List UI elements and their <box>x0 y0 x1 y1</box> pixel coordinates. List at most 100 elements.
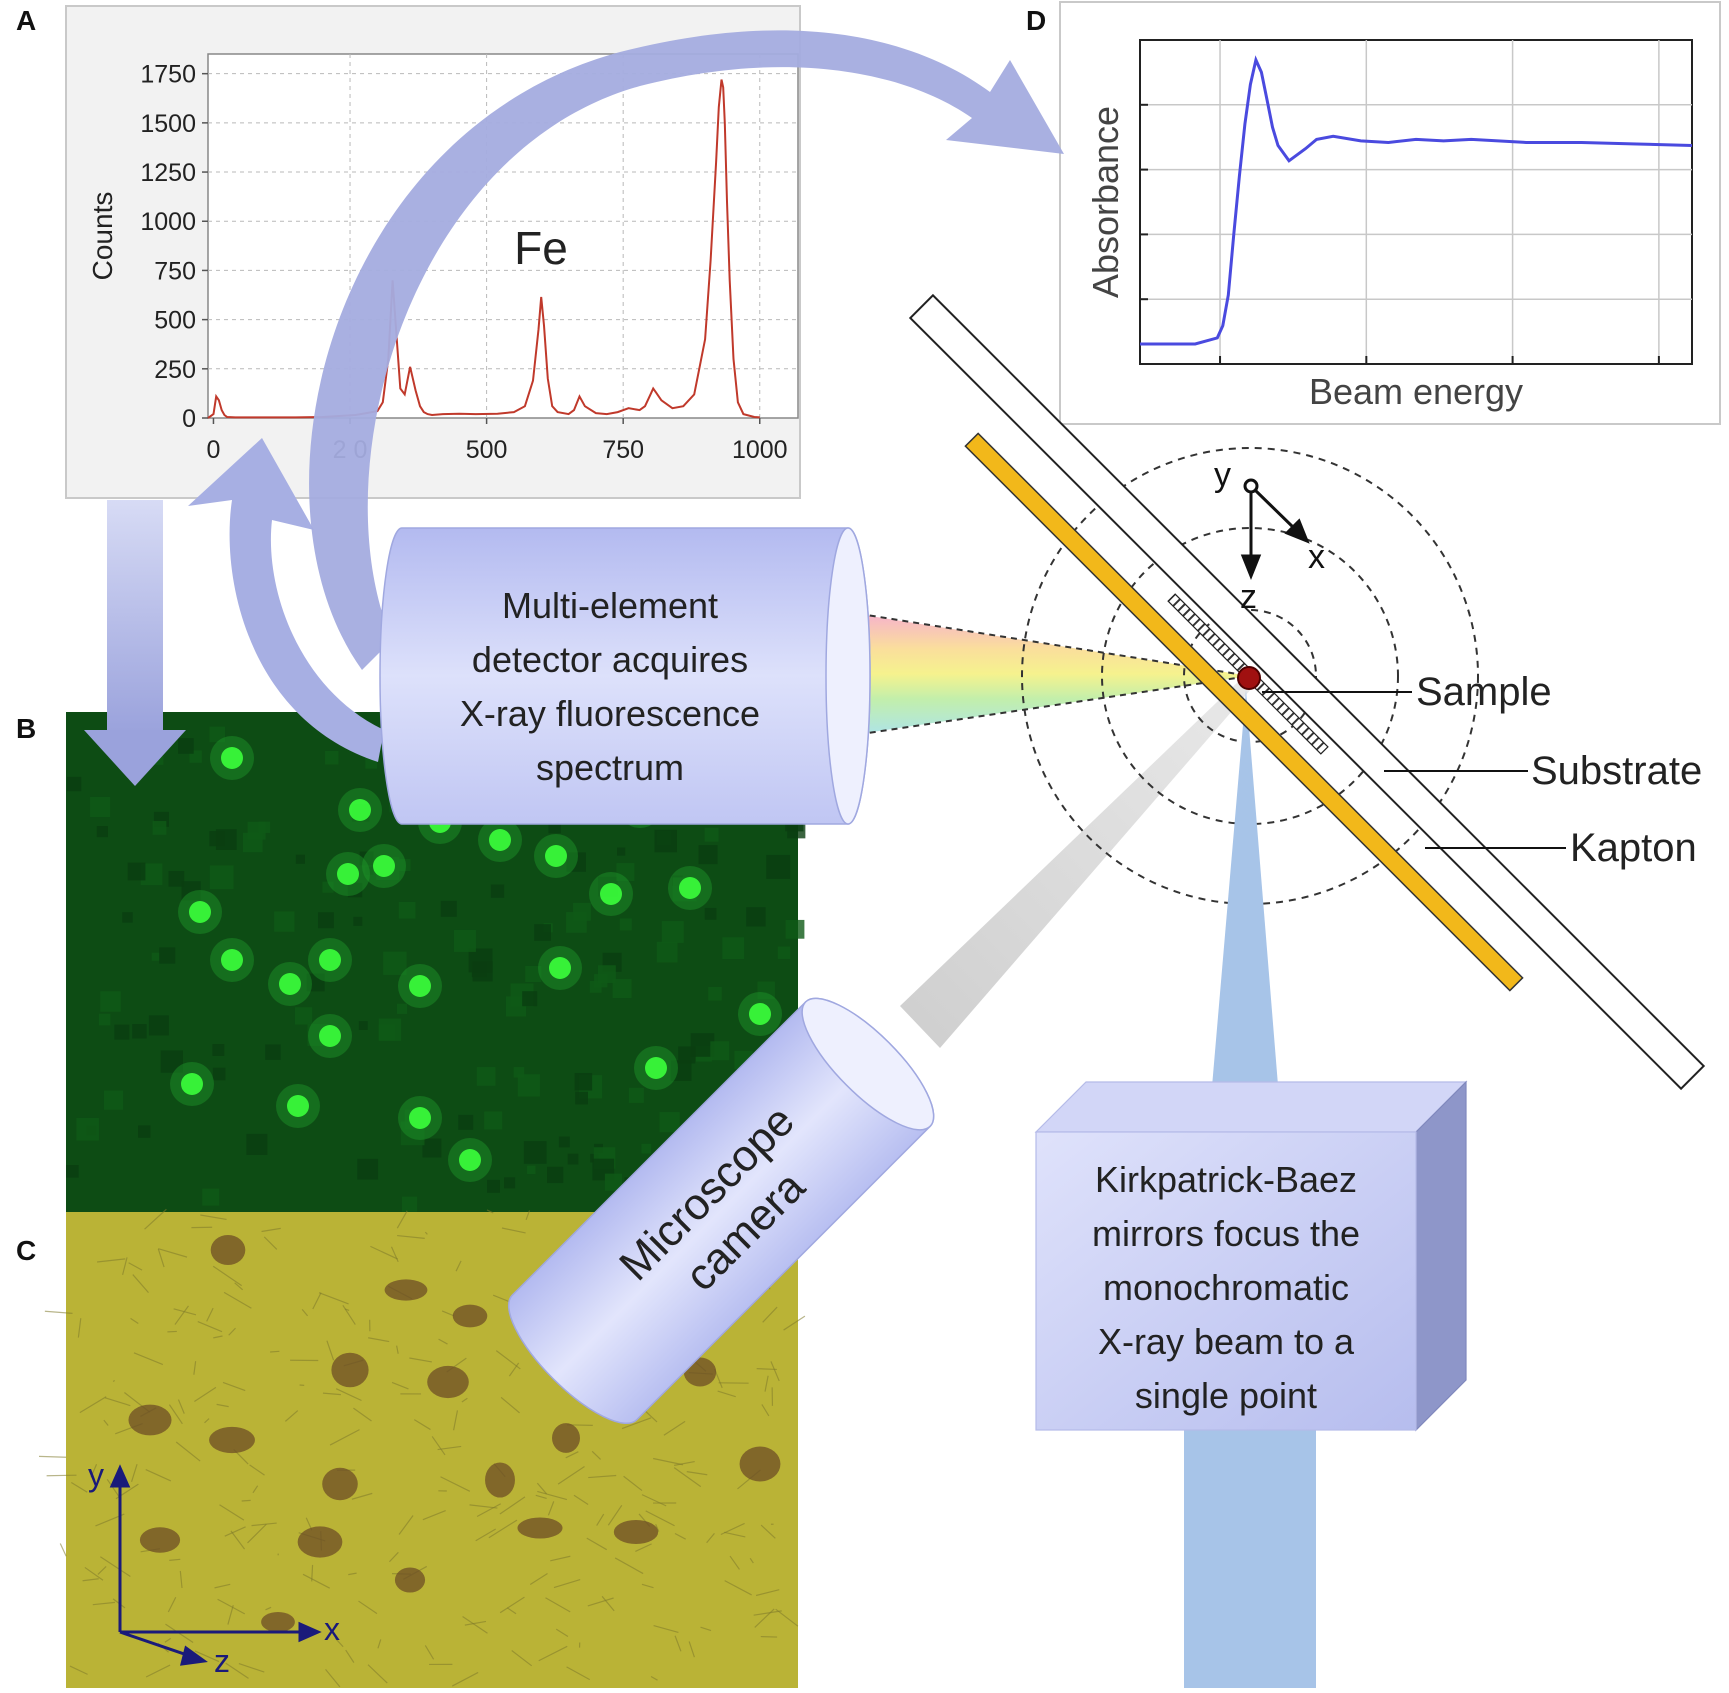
optical-image-cell <box>385 1279 428 1300</box>
spectrum-tick-label-y: 1250 <box>140 159 196 187</box>
xrf-map-texture <box>654 830 676 852</box>
detector-label-line3: X-ray fluorescence <box>460 693 760 734</box>
spectrum-tick-label-y: 750 <box>154 257 196 285</box>
sample-axes <box>1243 480 1307 576</box>
xrf-map-texture <box>699 845 718 864</box>
optical-image-cell <box>298 1526 343 1557</box>
xrf-map-texture <box>243 833 262 852</box>
xrf-map-texture <box>353 917 362 926</box>
xrf-map-texture <box>132 1024 146 1038</box>
xrf-map-texture <box>397 1004 407 1014</box>
optical-image-fiber <box>761 1637 777 1638</box>
detector-label-line4: spectrum <box>536 747 684 788</box>
xrf-map-texture <box>766 855 790 879</box>
xrf-map-texture <box>786 920 805 939</box>
xrf-map-texture <box>484 1111 502 1129</box>
xrf-map-texture <box>491 884 504 897</box>
xrf-map-spot <box>319 949 341 971</box>
mirrors-label-line2: mirrors focus the <box>1092 1213 1360 1254</box>
detector-cylinder: Multi-element detector acquires X-ray fl… <box>380 528 870 824</box>
absorbance-plot-area <box>1140 40 1692 364</box>
xrf-map-texture <box>97 826 108 837</box>
optical-image-cell <box>517 1517 562 1538</box>
xrf-map-texture <box>662 921 684 943</box>
optical-image-fiber <box>270 1351 279 1352</box>
xrf-map-texture <box>209 831 224 846</box>
xrf-map-texture <box>210 865 234 889</box>
kb-mirrors-box: Kirkpatrick-Baez mirrors focus the monoc… <box>1036 1082 1466 1430</box>
optical-image-cell <box>128 1405 171 1436</box>
mirrors-label-line4: X-ray beam to a <box>1098 1321 1355 1362</box>
absorbance-x-axis-label: Beam energy <box>1309 371 1523 412</box>
panel-label-b: B <box>16 713 36 744</box>
xrf-map-texture <box>559 1137 570 1148</box>
optical-image-cell <box>614 1520 658 1544</box>
xrf-map-texture <box>598 965 616 983</box>
xrf-map-texture <box>122 912 132 922</box>
xrf-map-texture <box>422 1139 441 1158</box>
xrf-map-spot <box>337 863 359 885</box>
spectrum-y-axis-label: Counts <box>87 192 118 281</box>
spectrum-tick-label-y: 0 <box>182 405 196 433</box>
xrf-map-spot <box>600 883 622 905</box>
optical-image-fiber <box>60 1544 66 1557</box>
xrf-map-texture <box>296 855 305 864</box>
xrf-map-texture <box>265 1044 280 1059</box>
xrf-map-texture <box>274 911 294 931</box>
sample-axis-z-label: z <box>1240 578 1257 616</box>
xrf-map-texture <box>705 828 719 842</box>
xrf-map-texture <box>178 738 194 754</box>
xrf-map-texture <box>202 1189 219 1206</box>
xrf-map-texture <box>318 912 334 928</box>
optical-axis-x-label: x <box>324 1611 340 1647</box>
xrf-map-texture <box>458 1115 473 1130</box>
xrf-map-spot <box>549 957 571 979</box>
xrf-map-spot <box>679 877 701 899</box>
fluorescence-cone <box>845 612 1250 736</box>
optical-image-cell <box>211 1235 246 1265</box>
xrf-map-texture <box>657 942 678 963</box>
absorbance-y-axis-label: Absorbance <box>1085 106 1126 298</box>
xrf-map-spot <box>749 1003 771 1025</box>
xrf-map-texture <box>454 930 476 952</box>
xrf-map-texture <box>469 948 493 972</box>
xrf-map-texture <box>295 1007 312 1024</box>
xrf-map-spot <box>279 973 301 995</box>
xrf-map-texture <box>477 1067 496 1086</box>
spectrum-tick-label-x: 0 <box>207 436 221 464</box>
optical-image-cell <box>140 1527 180 1553</box>
xrf-map-texture <box>629 1088 644 1103</box>
xrf-map-spot <box>287 1095 309 1117</box>
spectrum-tick-label-y: 1000 <box>140 208 196 236</box>
xrf-map-texture <box>383 952 406 975</box>
xrf-map-spot <box>373 855 395 877</box>
xrf-map-texture <box>66 1165 79 1178</box>
xrf-map-spot <box>221 747 243 769</box>
xrf-map-texture <box>778 947 790 959</box>
optical-image-cell <box>331 1353 368 1388</box>
xrf-map-texture <box>524 1141 547 1164</box>
xrf-map-texture <box>547 1167 563 1183</box>
xrf-map-spot <box>645 1057 667 1079</box>
spectrum-tick-label-y: 250 <box>154 356 196 384</box>
detector-label-line2: detector acquires <box>472 639 748 680</box>
label-substrate: Substrate <box>1531 749 1702 793</box>
xrf-map-texture <box>527 1166 535 1174</box>
xrf-map-texture <box>114 1025 129 1040</box>
optical-image-cell <box>485 1462 515 1497</box>
xrf-map-texture <box>153 821 167 835</box>
optical-image-fiber <box>47 1475 77 1476</box>
xrf-map-spot <box>545 845 567 867</box>
xrf-map-texture <box>514 1067 525 1078</box>
xrf-map-texture <box>212 1044 224 1056</box>
mirrors-label-line3: monochromatic <box>1103 1267 1349 1308</box>
optical-axis-z-label: z <box>214 1643 230 1679</box>
optical-image-fiber <box>39 1456 66 1457</box>
optical-image-cell <box>427 1366 469 1398</box>
label-sample: Sample <box>1416 670 1552 714</box>
xrf-map-texture <box>325 751 338 764</box>
optical-image-cell <box>552 1423 580 1453</box>
xrf-map-texture <box>128 863 146 881</box>
